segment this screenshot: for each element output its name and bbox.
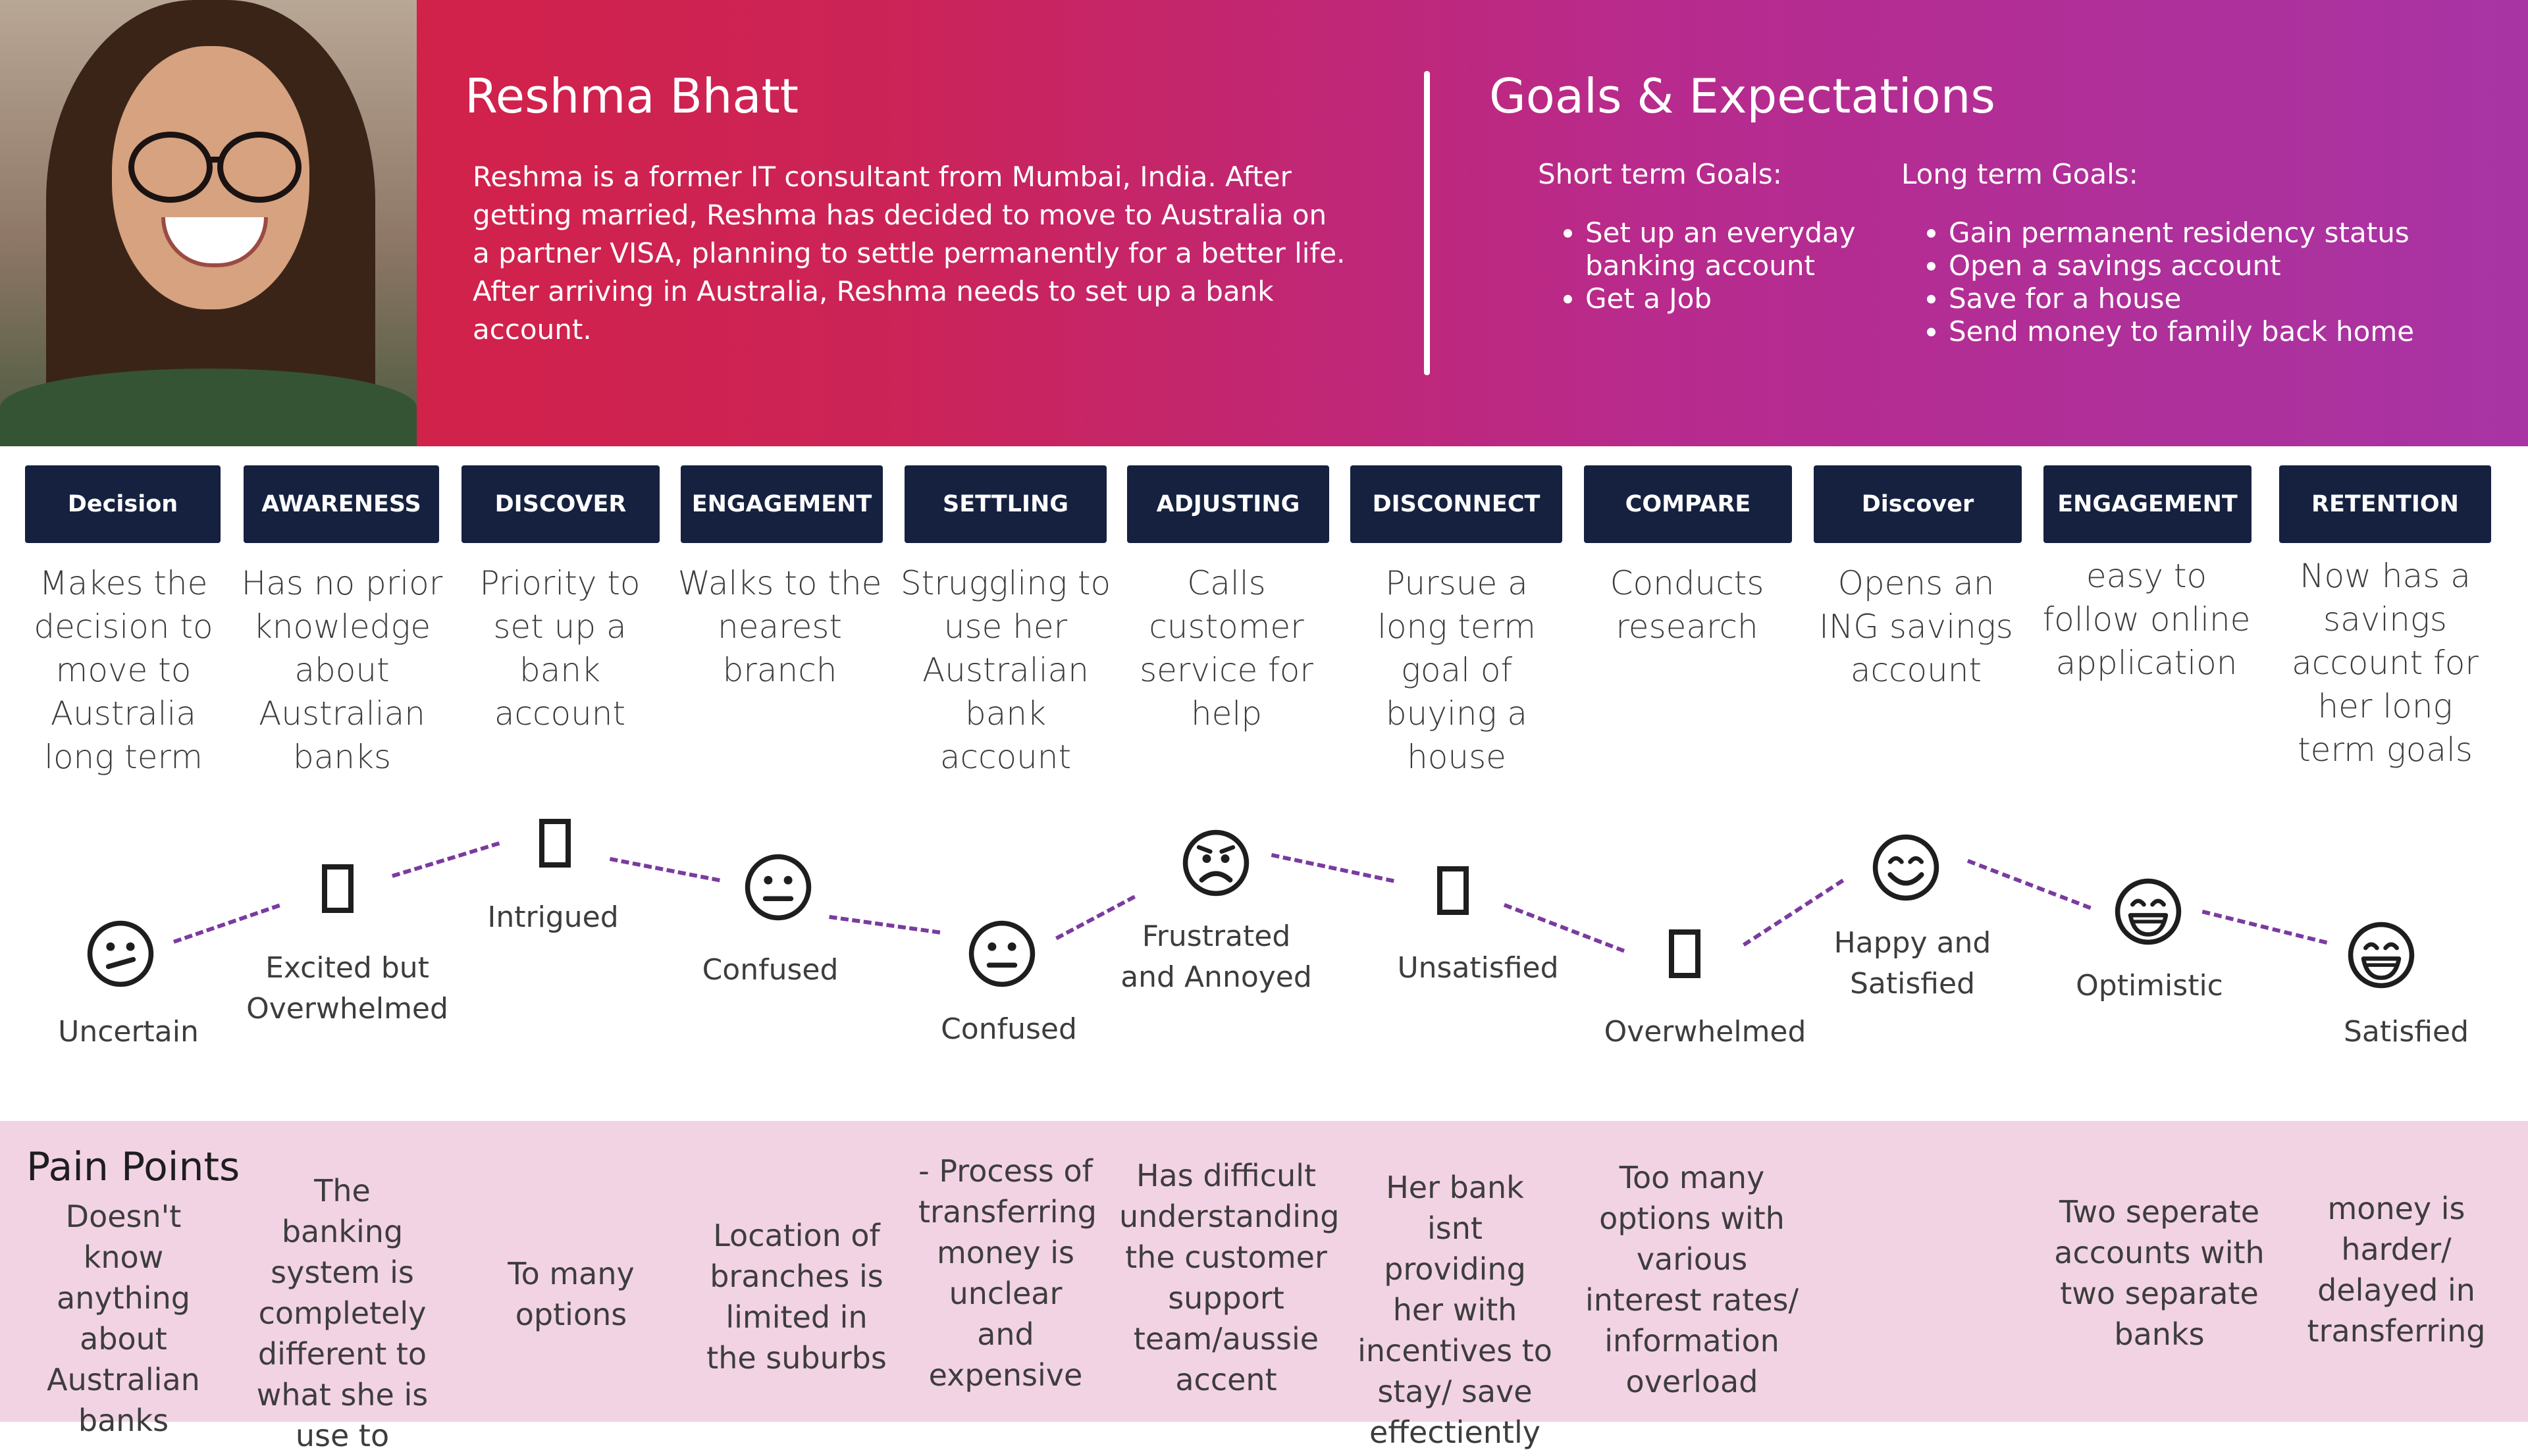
emotion-label: Frustrated and Annoyed (1120, 920, 1312, 994)
emotion-label: Excited but Overwhelmed (246, 951, 448, 1026)
long-term-list: Gain permanent residency status Open a s… (1901, 217, 2494, 348)
emotion-label: Happy and Satisfied (1833, 926, 1991, 1001)
emotion-label: Optimistic (2076, 969, 2223, 1002)
stage-discover-2: Discover (1814, 465, 2022, 543)
pain-point: Two seperate accounts with two separate … (2054, 1194, 2265, 1352)
stage-desc: easy to follow online application (2042, 557, 2251, 682)
stage-engagement: ENGAGEMENT (681, 465, 883, 543)
persona-header: Reshma Bhatt Reshma is a former IT consu… (0, 0, 2528, 446)
pain-point: Location of branches is limited in the s… (706, 1218, 887, 1376)
short-term-item: Set up an everyday banking account (1585, 217, 1907, 282)
missing-glyph-icon (322, 864, 354, 913)
stage-desc: Struggling to use her Australian bank ac… (900, 564, 1111, 776)
confused-face-icon (85, 918, 156, 989)
neutral-face-icon (743, 852, 814, 923)
pain-point: To many options (508, 1256, 635, 1332)
grinning-face-icon (2113, 876, 2184, 947)
long-term-item: Save for a house (1949, 282, 2494, 315)
pain-point: The banking system is completely differe… (256, 1173, 429, 1453)
emotion-connector (1503, 903, 1625, 953)
stage-awareness: AWARENESS (244, 465, 439, 543)
persona-photo (0, 0, 417, 446)
goals-title: Goals & Expectations (1489, 68, 1995, 124)
long-term-heading: Long term Goals: (1901, 158, 2138, 190)
photo-glasses-right (217, 132, 302, 203)
persona-bio: Reshma is a former IT consultant from Mu… (473, 161, 1346, 346)
short-term-heading: Short term Goals: (1538, 158, 1782, 190)
header-divider (1424, 71, 1430, 375)
stage-desc: Calls customer service for help (1140, 564, 1313, 733)
long-term-item: Send money to family back home (1949, 315, 2494, 348)
grinning-face-icon (2346, 920, 2417, 991)
emotion-connector (392, 841, 500, 878)
stage-desc: Has no prior knowledge about Australian … (241, 564, 443, 776)
emotion-label: Overwhelmed (1604, 1015, 1806, 1049)
photo-sweater (0, 369, 417, 446)
pain-point: Her bank isnt providing her with incenti… (1357, 1170, 1552, 1450)
emotion-connector (1966, 859, 2092, 910)
emotion-label: Intrigued (487, 900, 619, 934)
missing-glyph-icon (539, 819, 571, 868)
persona-name: Reshma Bhatt (465, 68, 799, 124)
short-term-item: Get a Job (1585, 282, 1907, 315)
emotion-connector (173, 903, 280, 944)
short-term-goals: Short term Goals: Set up an everyday ban… (1538, 158, 1907, 315)
emotion-connector (609, 857, 720, 883)
short-term-list: Set up an everyday banking account Get a… (1538, 217, 1907, 315)
missing-glyph-icon (1669, 929, 1700, 978)
smiling-face-icon (1870, 832, 1941, 903)
emotion-label: Satisfied (2343, 1015, 2469, 1049)
emotion-label: Confused (941, 1012, 1077, 1046)
stage-desc: Makes the decision to move to Australia … (34, 564, 213, 776)
stage-desc: Priority to set up a bank account (479, 564, 641, 733)
stage-disconnect: DISCONNECT (1350, 465, 1562, 543)
photo-glasses-left (128, 132, 213, 203)
photo-glasses-bridge (207, 157, 223, 163)
emotion-connector (1271, 853, 1394, 883)
long-term-item: Gain permanent residency status (1949, 217, 2494, 249)
pain-points-title: Pain Points (26, 1144, 240, 1190)
emotion-connector (2201, 910, 2328, 945)
stage-desc: Now has a savings account for her long t… (2292, 557, 2479, 769)
pain-points-section (0, 1121, 2528, 1422)
stage-desc: Conducts research (1610, 564, 1764, 646)
long-term-goals: Long term Goals: Gain permanent residenc… (1901, 158, 2494, 348)
emotion-connector (829, 915, 941, 935)
neutral-face-icon (966, 918, 1038, 989)
stage-compare: COMPARE (1584, 465, 1792, 543)
pain-point: Doesn't know anything about Australian b… (47, 1199, 200, 1438)
frowning-face-icon (1180, 827, 1251, 898)
emotion-label: Confused (702, 953, 839, 987)
stage-retention: RETENTION (2279, 465, 2491, 543)
long-term-item: Open a savings account (1949, 249, 2494, 282)
stage-engagement-2: ENGAGEMENT (2043, 465, 2252, 543)
stage-decision: Decision (25, 465, 221, 543)
stage-adjusting: ADJUSTING (1127, 465, 1329, 543)
stage-desc: Pursue a long term goal of buying a hous… (1377, 564, 1536, 776)
stage-settling: SETTLING (905, 465, 1107, 543)
pain-point: - Process of transferring money is uncle… (918, 1153, 1097, 1393)
pain-point: Has difficult understanding the customer… (1119, 1158, 1340, 1397)
stage-desc: Opens an ING savings account (1819, 564, 2013, 689)
pain-point: money is harder/ delayed in transferring (2307, 1191, 2486, 1349)
missing-glyph-icon (1437, 866, 1469, 915)
pain-point: Too many options with various interest r… (1585, 1160, 1799, 1399)
emotion-label: Uncertain (58, 1015, 199, 1049)
emotion-label: Unsatisfied (1397, 951, 1559, 985)
stage-desc: Walks to the nearest branch (677, 564, 882, 689)
stage-discover: DISCOVER (461, 465, 660, 543)
